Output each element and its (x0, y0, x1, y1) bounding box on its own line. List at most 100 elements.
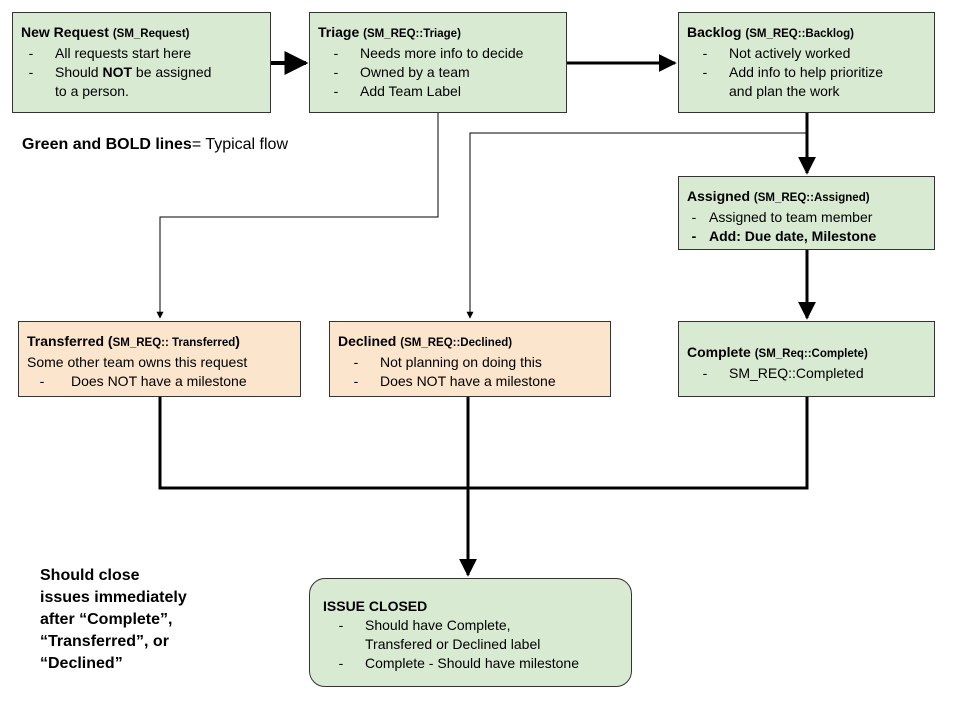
note-line: Should close (40, 567, 140, 584)
dash-glyph: - (28, 45, 34, 61)
issue-closed-box: ISSUE CLOSED - Should have Complete, Tran… (309, 578, 632, 687)
dash-glyph: - (702, 45, 708, 61)
assigned-box: Assigned (SM_REQ::Assigned) -Assigned to… (678, 176, 935, 250)
transferred-heading: Transferred (SM_REQ:: Transferred) (27, 331, 292, 353)
assigned-tag: (SM_REQ::Assigned) (753, 192, 870, 204)
transferred-box: Transferred (SM_REQ:: Transferred) Some … (18, 321, 301, 397)
legend-bold-text: Green and BOLD lines (22, 136, 192, 153)
bullet-text: Does NOT have a milestone (71, 373, 247, 389)
assigned-heading: Assigned (SM_REQ::Assigned) (687, 186, 926, 208)
bullet-text: Add info to help prioritize (729, 64, 884, 80)
transferred-tag: SM_REQ:: Transferred (112, 337, 236, 349)
dash-glyph: - (702, 64, 708, 80)
issue-closed-title: ISSUE CLOSED (323, 598, 428, 614)
new-request-tag: (SM_Request) (112, 28, 190, 40)
declined-heading: Declined (SM_REQ::Declined) (338, 331, 602, 353)
dash-glyph: - (333, 64, 339, 80)
transferred-title: Transferred ( (27, 333, 113, 349)
bullet-text: Should (55, 64, 103, 80)
connector-transferred-down (158, 397, 468, 490)
legend-text: = Typical flow (191, 136, 289, 153)
note-line: issues immediately (40, 589, 187, 606)
bullet-bold-text: NOT (102, 64, 133, 80)
dash-glyph: - (353, 354, 359, 370)
dash-glyph: - (353, 373, 359, 389)
dash-glyph: - (39, 373, 45, 389)
assigned-bullet-2: -Add: Due date, Milestone (687, 227, 926, 246)
complete-title: Complete (687, 344, 751, 360)
new-request-heading: New Request (SM_Request) (21, 22, 262, 44)
backlog-title: Backlog (687, 24, 742, 40)
declined-title: Declined (338, 333, 397, 349)
bullet-text: Not planning on doing this (380, 354, 542, 370)
bullet-text: Owned by a team (360, 64, 470, 80)
closed-bullet-1-cont: Transfered or Declined label (323, 635, 623, 654)
arrow-backlog-to-declined (466, 132, 807, 319)
new-request-bullet-2: - Should NOT be assigned (21, 63, 262, 82)
new-request-bullet-1: - All requests start here (21, 44, 262, 63)
new-request-box: New Request (SM_Request) - All requests s… (12, 12, 271, 113)
triage-heading: Triage (SM_REQ::Triage) (318, 22, 558, 44)
bullet-text: Needs more info to decide (360, 45, 524, 61)
backlog-bullet-2: - Add info to help prioritize (687, 63, 926, 82)
bullet-text: Transfered or Declined label (365, 636, 541, 652)
triage-bullet-2: - Owned by a team (318, 63, 558, 82)
triage-box: Triage (SM_REQ::Triage) - Needs more info… (309, 12, 567, 113)
closed-bullet-1: - Should have Complete, (323, 616, 623, 635)
note-line: after “Complete”, (40, 611, 173, 628)
bullet-text: Does NOT have a milestone (380, 373, 556, 389)
legend: Green and BOLD lines= Typical flow (22, 136, 288, 154)
backlog-bullet-2-cont: and plan the work (687, 82, 926, 101)
assigned-title: Assigned (687, 188, 751, 204)
bullet-text: Assigned to team member (709, 209, 873, 225)
dash-glyph: - (691, 209, 697, 225)
bullet-text: be assigned (132, 64, 212, 80)
backlog-box: Backlog (SM_REQ::Backlog) - Not actively … (678, 12, 935, 113)
complete-tag: (SM_Req::Complete) (754, 348, 868, 360)
closed-bullet-2: - Complete - Should have milestone (323, 654, 623, 673)
dash-glyph: - (333, 45, 339, 61)
dash-glyph: - (691, 228, 697, 244)
body-text: Some other team owns this request (27, 354, 248, 370)
bullet-text: SM_REQ::Completed (729, 365, 864, 381)
triage-bullet-3: - Add Team Label (318, 82, 558, 101)
backlog-bullet-1: - Not actively worked (687, 44, 926, 63)
new-request-bullet-2-cont: to a person. (21, 82, 262, 101)
bullet-text: All requests start here (55, 45, 192, 61)
close-note: Should close issues immediately after “C… (40, 565, 187, 675)
complete-bullet-1: - SM_REQ::Completed (687, 364, 926, 383)
backlog-heading: Backlog (SM_REQ::Backlog) (687, 22, 926, 44)
triage-title: Triage (318, 24, 360, 40)
note-line: “Transferred”, or (40, 633, 169, 650)
bullet-text: Should have Complete, (365, 617, 511, 633)
bullet-text: to a person. (55, 83, 129, 99)
transferred-title-end: ) (235, 333, 240, 349)
dash-glyph: - (702, 365, 708, 381)
bullet-text: Not actively worked (729, 45, 851, 61)
dash-glyph: - (338, 617, 344, 633)
declined-bullet-1: - Not planning on doing this (338, 353, 602, 372)
declined-box: Declined (SM_REQ::Declined) - Not plannin… (329, 321, 611, 397)
triage-bullet-1: - Needs more info to decide (318, 44, 558, 63)
assigned-bullet-1: -Assigned to team member (687, 208, 926, 227)
bullet-text: Add: Due date, Milestone (709, 228, 877, 244)
bullet-text: Add Team Label (360, 83, 461, 99)
dash-glyph: - (28, 64, 34, 80)
transferred-bullet-1: - Does NOT have a milestone (27, 372, 292, 391)
dash-glyph: - (338, 655, 344, 671)
complete-box: Complete (SM_Req::Complete) - SM_REQ::Com… (678, 321, 935, 397)
arrow-triage-to-transferred (156, 113, 439, 319)
bullet-text: Complete - Should have milestone (365, 655, 580, 671)
backlog-tag: (SM_REQ::Backlog) (745, 28, 854, 40)
connector-complete-down (468, 397, 809, 490)
bullet-text: and plan the work (729, 83, 840, 99)
complete-heading: Complete (SM_Req::Complete) (687, 342, 926, 364)
declined-bullet-2: - Does NOT have a milestone (338, 372, 602, 391)
declined-tag: (SM_REQ::Declined) (400, 337, 513, 349)
transferred-line-1: Some other team owns this request (27, 353, 292, 372)
new-request-title: New Request (21, 24, 109, 40)
triage-tag: (SM_REQ::Triage) (363, 28, 461, 40)
note-line: “Declined” (40, 655, 123, 672)
dash-glyph: - (333, 83, 339, 99)
